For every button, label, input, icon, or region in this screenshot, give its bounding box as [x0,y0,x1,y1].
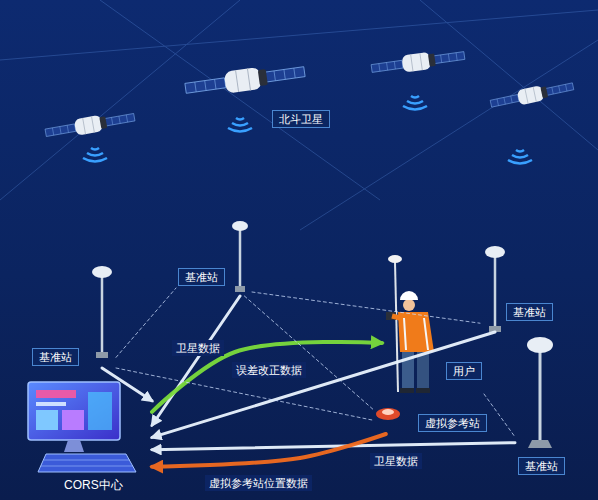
computer-part [88,392,112,430]
data-arrow [152,332,495,437]
satellite-part [44,109,135,141]
computer-part [62,410,84,430]
user-surveyor: 用户 [382,252,484,394]
surveyor-figure-part [395,262,398,392]
surveyor-figure-part [424,318,428,350]
computer-part [64,440,84,452]
antenna-part [232,221,248,231]
base-station: 基准站 [30,262,116,368]
edge-label: 卫星数据 [370,453,422,469]
satellite-label-label: 北斗卫星 [272,110,330,128]
data-arrow [152,434,386,467]
computer-part [41,466,133,467]
satellite-label: 北斗卫星 [272,110,330,128]
surveyor-figure-part [398,312,434,352]
base-station-label: 基准站 [506,303,553,321]
edge-label: 误差改正数据 [232,362,306,378]
edge-label-holder: 虚拟参考站位置数据 [205,475,312,491]
dashed-link [252,292,480,323]
signal-waves [83,96,532,164]
base-station: 基准站 [480,244,560,332]
background-lines-part [300,40,598,230]
antenna-part [494,256,497,332]
computer-part [36,410,58,430]
antenna-part [92,266,112,278]
edge-label-holder: 卫星数据 [370,453,422,469]
surveyor-figure-part [403,299,415,311]
satellite-part [184,61,306,99]
virtual-station-marker-part [382,409,394,415]
computer [28,382,136,472]
antenna-part [539,350,542,440]
background-lines-part [420,0,598,150]
antenna-part [101,276,104,358]
signal-waves-part [83,148,107,162]
base-station-label: 基准站 [518,457,565,475]
antenna-part [235,286,245,292]
antenna-part [96,352,108,358]
dashed-link [244,296,374,410]
cors-center: CORS中心 [12,374,152,496]
dashed-link [116,288,176,357]
computer-part [44,460,130,461]
surveyor-figure-part [416,388,430,393]
edge-label-holder: 误差改正数据 [232,362,306,378]
surveyor-figure-part [392,316,400,318]
base-station-label: 基准站 [178,268,225,286]
data-arrow [102,368,152,401]
computer-part [36,390,76,398]
signal-waves-part [228,118,252,132]
surveyor-figure [386,255,434,393]
edge-label: 卫星数据 [172,340,224,356]
antenna-part [527,337,553,353]
antenna-part [239,230,242,292]
edge-label-holder: 卫星数据 [172,340,224,356]
surveyor-figure-part [388,255,402,263]
base-station: 基准站 [176,216,252,296]
cors-center-label: CORS中心 [62,478,125,493]
antenna-part [528,440,552,448]
background-lines-part [100,0,380,200]
background-lines-part [0,10,598,60]
satellite-part [370,47,465,77]
background-lines-part [0,0,240,200]
signal-waves-part [403,96,427,110]
satellite [44,47,574,141]
base-station-label: 基准站 [32,348,79,366]
surveyor-figure-part [400,388,414,393]
virtual-station-marker [376,408,400,420]
virtual-reference-station-label: 虚拟参考站 [418,414,487,432]
antenna-part [485,246,505,258]
virtual-reference-station: 虚拟参考站 [374,400,492,434]
surveyor-figure-part [400,291,418,300]
satellite-part [489,79,574,112]
antenna [92,221,553,448]
data-arrow [152,296,240,425]
surveyor-figure-part [404,318,406,350]
dashed-link [484,394,515,437]
computer-part [38,454,136,472]
virtual-station-marker-part [376,408,400,420]
background-lines [0,0,598,230]
edge-label: 虚拟参考站位置数据 [205,475,312,491]
computer-part [36,402,66,406]
signal-waves-part [508,150,532,164]
computer-part [28,382,120,440]
user-surveyor-label: 用户 [446,362,482,380]
base-station: 基准站 [515,334,571,477]
